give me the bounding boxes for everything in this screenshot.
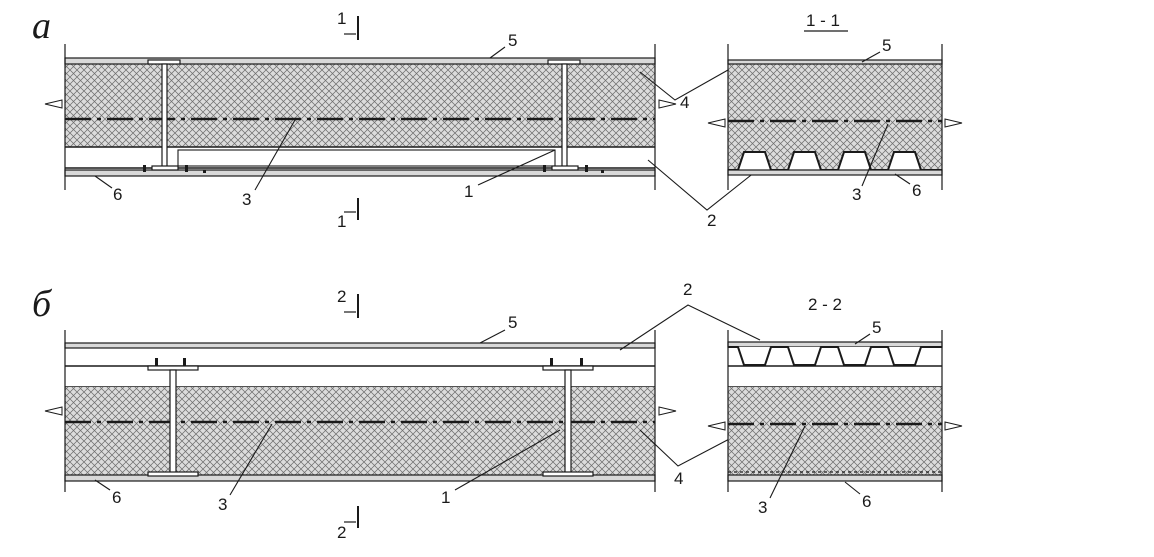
panel-a-section-mark-top: 1 (337, 9, 359, 40)
svg-text:2: 2 (337, 523, 346, 542)
panel-a-leader-3 (254, 119, 296, 191)
panel-b-label-1: 1 (441, 488, 450, 507)
panel-a-label-6: 6 (113, 185, 122, 204)
panel-b-label-4: 4 (674, 469, 683, 488)
section-b-label-6: 6 (862, 492, 871, 511)
panel-a-leader-5 (489, 46, 506, 59)
panel-b-insulation (65, 387, 655, 475)
panel-a-label-2: 2 (707, 211, 716, 230)
panel-b-leader-2 (619, 304, 761, 351)
svg-text:2: 2 (337, 287, 346, 306)
panel-a-break-arrow-left (44, 99, 63, 109)
panel-b-break-arrow-left (44, 406, 63, 416)
section-a-label-5: 5 (882, 36, 891, 55)
panel-b-section-mark-bottom: 2 (337, 506, 359, 542)
panel-a-label-5: 5 (508, 31, 517, 50)
section-b-bottom-sheet (727, 474, 943, 482)
panel-a-label-3: 3 (242, 190, 251, 209)
panel-b-section-view: 2 - 2 5 3 6 (707, 295, 963, 517)
section-a-bottom-sheet (727, 169, 943, 176)
section-b-trapezoid-profile (728, 346, 942, 366)
svg-text:1: 1 (337, 212, 346, 231)
section-a-label-3: 3 (852, 185, 861, 204)
section-a-top-sheet (727, 59, 943, 65)
panel-b-break-arrow-right (658, 406, 677, 416)
svg-text:1: 1 (337, 9, 346, 28)
panel-a-letter: а (32, 5, 51, 47)
panel-b-section-title: 2 - 2 (808, 295, 842, 314)
panel-b-leader-4 (639, 429, 736, 467)
section-a-label-6: 6 (912, 181, 921, 200)
panel-a-break-arrow-right (658, 99, 677, 109)
panel-a-profile-rib (177, 149, 556, 167)
panel-a-label-1: 1 (464, 182, 473, 201)
panel-b-label-5: 5 (508, 313, 517, 332)
panel-b-letter: б (32, 283, 53, 325)
panel-a-beam-left (147, 59, 181, 171)
panel-b-beam-left (147, 365, 199, 477)
panel-a-beam-right (547, 59, 581, 171)
panel-b: б 2 2 (32, 280, 761, 542)
panel-b-label-6: 6 (112, 488, 121, 507)
panel-b-fasteners (155, 358, 583, 366)
panel-a-leader-2 (647, 159, 761, 211)
panel-a-bottom-sheet (64, 169, 656, 177)
panel-b-label-3: 3 (218, 495, 227, 514)
panel-a-section-view: 1 - 1 5 3 6 (707, 11, 963, 204)
panel-a: а (32, 5, 761, 231)
panel-a-leader-6 (94, 175, 113, 189)
panel-a-section-mark-bottom: 1 (337, 198, 359, 231)
panel-b-label-2: 2 (683, 280, 692, 299)
panel-a-label-4: 4 (680, 93, 689, 112)
panel-b-section-mark-top: 2 (337, 287, 359, 318)
panel-a-section-title: 1 - 1 (806, 11, 840, 30)
panel-b-beam-right (542, 365, 594, 477)
panel-a-leader-4 (639, 69, 729, 101)
panel-a-leader-1 (477, 149, 556, 186)
panel-b-top-sheet (64, 342, 656, 349)
section-b-insulation (728, 387, 942, 475)
section-b-label-5: 5 (872, 318, 881, 337)
panel-a-fasteners (143, 165, 604, 173)
section-b-label-3: 3 (758, 498, 767, 517)
